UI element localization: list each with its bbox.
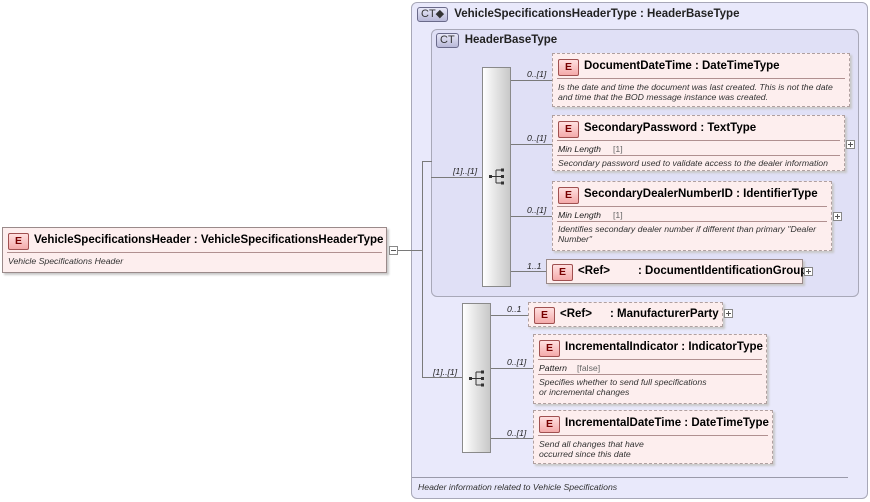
sequence-icon [489,168,504,185]
element-title: SecondaryPassword : TextType [584,122,757,134]
facet-value: [false] [577,363,601,373]
connector-line [491,368,533,369]
facet-value: [1] [613,144,623,154]
element-divider [557,78,845,79]
element-documentation: Send all changes that have occurred sinc… [539,439,644,459]
ref-label: <Ref> [560,308,592,320]
element-divider [538,435,768,436]
complex-type-badge: CT◆ [417,7,449,22]
element-secondary-password[interactable]: E SecondaryPassword : TextType Min Lengt… [552,115,845,171]
ref-label: <Ref> [578,265,610,277]
connector-line [491,315,528,316]
element-divider [7,252,382,253]
collapse-toggle-icon[interactable] [389,246,398,255]
facet-label: Min Length [558,144,601,154]
element-cardinality: 0..[1] [527,133,547,143]
element-badge: E [558,187,579,204]
connector-line [491,438,533,439]
connector-line [511,271,546,272]
connector-line [398,250,423,251]
root-element-box[interactable]: E VehicleSpecificationsHeader : VehicleS… [2,227,387,273]
element-title: IncrementalIndicator : IndicatorType [565,341,763,353]
element-title: IncrementalDateTime : DateTimeType [565,417,769,429]
connector-line [422,377,462,378]
inner-type-title: HeaderBaseType [464,34,558,46]
expand-toggle-icon[interactable] [804,267,813,276]
element-title: SecondaryDealerNumberID : IdentifierType [584,188,818,200]
element-document-date-time[interactable]: E DocumentDateTime : DateTimeType Is the… [552,53,850,107]
facet-label: Min Length [558,210,601,220]
element-documentation: Is the date and time the document was la… [558,82,833,102]
complex-type-badge: CT [436,33,459,48]
connector-line [511,80,552,81]
element-ref-manufacturer-party[interactable]: E <Ref> : ManufacturerParty [528,302,723,327]
connector-line [422,161,432,162]
element-divider [538,374,762,375]
root-element-title: VehicleSpecificationsHeader : VehicleSpe… [34,234,384,246]
element-cardinality: 0..[1] [507,428,527,438]
element-title: : DocumentIdentificationGroup [638,265,808,277]
element-secondary-dealer-number-id[interactable]: E SecondaryDealerNumberID : IdentifierTy… [552,181,832,251]
element-badge: E [558,59,579,76]
sequence-cardinality: [1]..[1] [453,166,478,176]
element-badge: E [552,264,573,281]
element-title: : ManufacturerParty [610,308,719,320]
element-title: DocumentDateTime : DateTimeType [584,60,780,72]
outer-type-title: VehicleSpecificationsHeaderType : Header… [454,8,740,20]
element-badge: E [558,121,579,138]
element-cardinality: 0..[1] [527,205,547,215]
connector-line [431,177,483,178]
connector-line [511,216,552,217]
connector-line [511,144,552,145]
facet-label: Pattern [539,363,568,373]
element-badge: E [539,340,560,357]
outer-type-documentation: Header information related to Vehicle Sp… [418,482,618,492]
element-documentation: Identifies secondary dealer number if di… [558,224,817,244]
element-documentation: Secondary password used to validate acce… [558,158,828,168]
element-cardinality: 0..[1] [507,357,527,367]
element-badge: E [8,233,29,250]
element-incremental-indicator[interactable]: E IncrementalIndicator : IndicatorType P… [533,334,767,404]
facet-value: [1] [613,210,623,220]
element-divider [557,206,827,207]
expand-toggle-icon[interactable] [833,212,842,221]
expand-toggle-icon[interactable] [846,140,855,149]
element-cardinality: 1..1 [527,261,542,271]
element-documentation: Specifies whether to send full specifica… [539,377,707,397]
element-divider [557,221,827,222]
element-incremental-date-time[interactable]: E IncrementalDateTime : DateTimeType Sen… [533,410,773,464]
element-cardinality: 0..1 [507,304,522,314]
sequence-icon [469,370,484,387]
element-divider [557,140,840,141]
element-cardinality: 0..[1] [527,69,547,79]
connector-line [422,161,423,378]
element-badge: E [539,416,560,433]
expand-toggle-icon[interactable] [724,309,733,318]
sequence-cardinality: [1]..[1] [433,367,458,377]
element-divider [557,155,840,156]
element-ref-document-identification-group[interactable]: E <Ref> : DocumentIdentificationGroup [546,259,807,284]
outer-type-divider [412,477,848,478]
outer-type-header: CT◆ VehicleSpecificationsHeaderType : He… [417,7,739,22]
element-badge: E [534,307,555,324]
inner-type-header: CT HeaderBaseType [436,33,557,48]
root-element-documentation: Vehicle Specifications Header [8,256,124,266]
element-divider [538,359,762,360]
